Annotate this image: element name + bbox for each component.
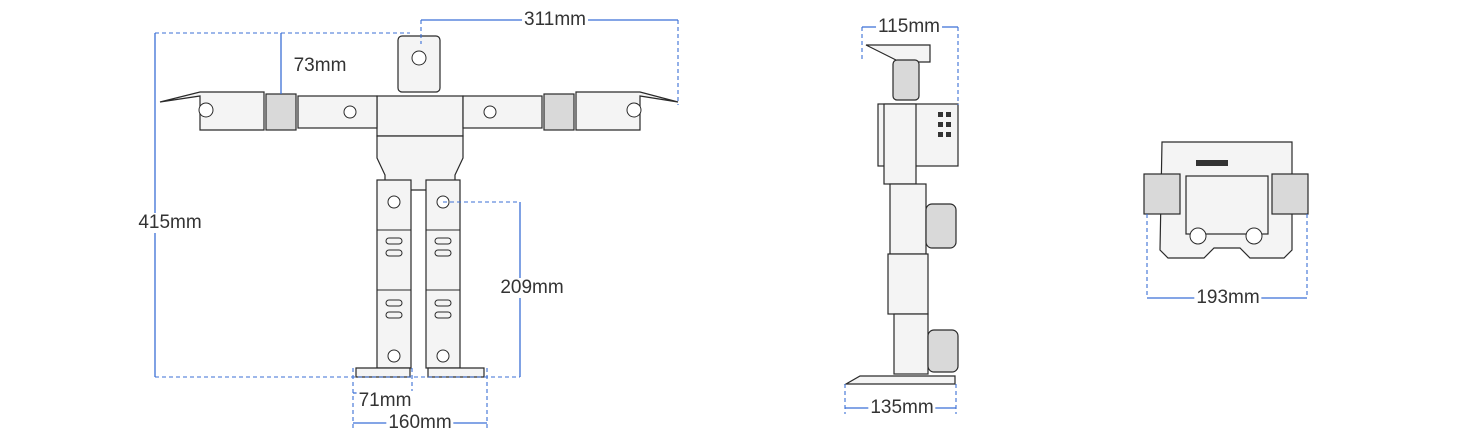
left-foot [355, 367, 411, 378]
top-connector [1196, 160, 1228, 166]
front-view-robot [159, 35, 679, 378]
torso-upper [376, 95, 464, 137]
top-depth-label: 115mm [876, 16, 942, 37]
side-head [892, 59, 920, 101]
foot-depth-label: 135mm [868, 397, 936, 418]
side-arm [883, 103, 917, 185]
side-thigh [889, 183, 927, 255]
side-view-robot [843, 44, 959, 385]
right-upper-arm [462, 95, 543, 129]
front-dimension-lines [154, 19, 679, 430]
right-foot [427, 367, 485, 378]
right-shoulder-servo [543, 93, 575, 131]
left-upper-arm [297, 95, 378, 129]
right-leg [425, 179, 461, 369]
side-hip-servo [925, 203, 957, 249]
height-label: 415mm [136, 212, 204, 233]
side-shin [887, 253, 929, 315]
side-ankle-servo [927, 329, 959, 373]
top-width-label: 193mm [1194, 287, 1262, 308]
side-foot [843, 375, 956, 385]
camera-lens [411, 50, 427, 66]
shoulder-label: 73mm [291, 55, 349, 76]
top-right-servo [1271, 173, 1309, 215]
top-center-block [1185, 175, 1269, 235]
leg-height-label: 209mm [498, 277, 566, 298]
foot-width-label: 71mm [356, 390, 414, 411]
left-shoulder-servo [265, 93, 297, 131]
side-ankle [893, 313, 929, 375]
half-span-label: 311mm [522, 9, 588, 30]
side-head-top [865, 44, 931, 63]
top-view-robot [1143, 141, 1309, 259]
stance-width-label: 160mm [386, 412, 454, 433]
top-left-servo [1143, 173, 1181, 215]
